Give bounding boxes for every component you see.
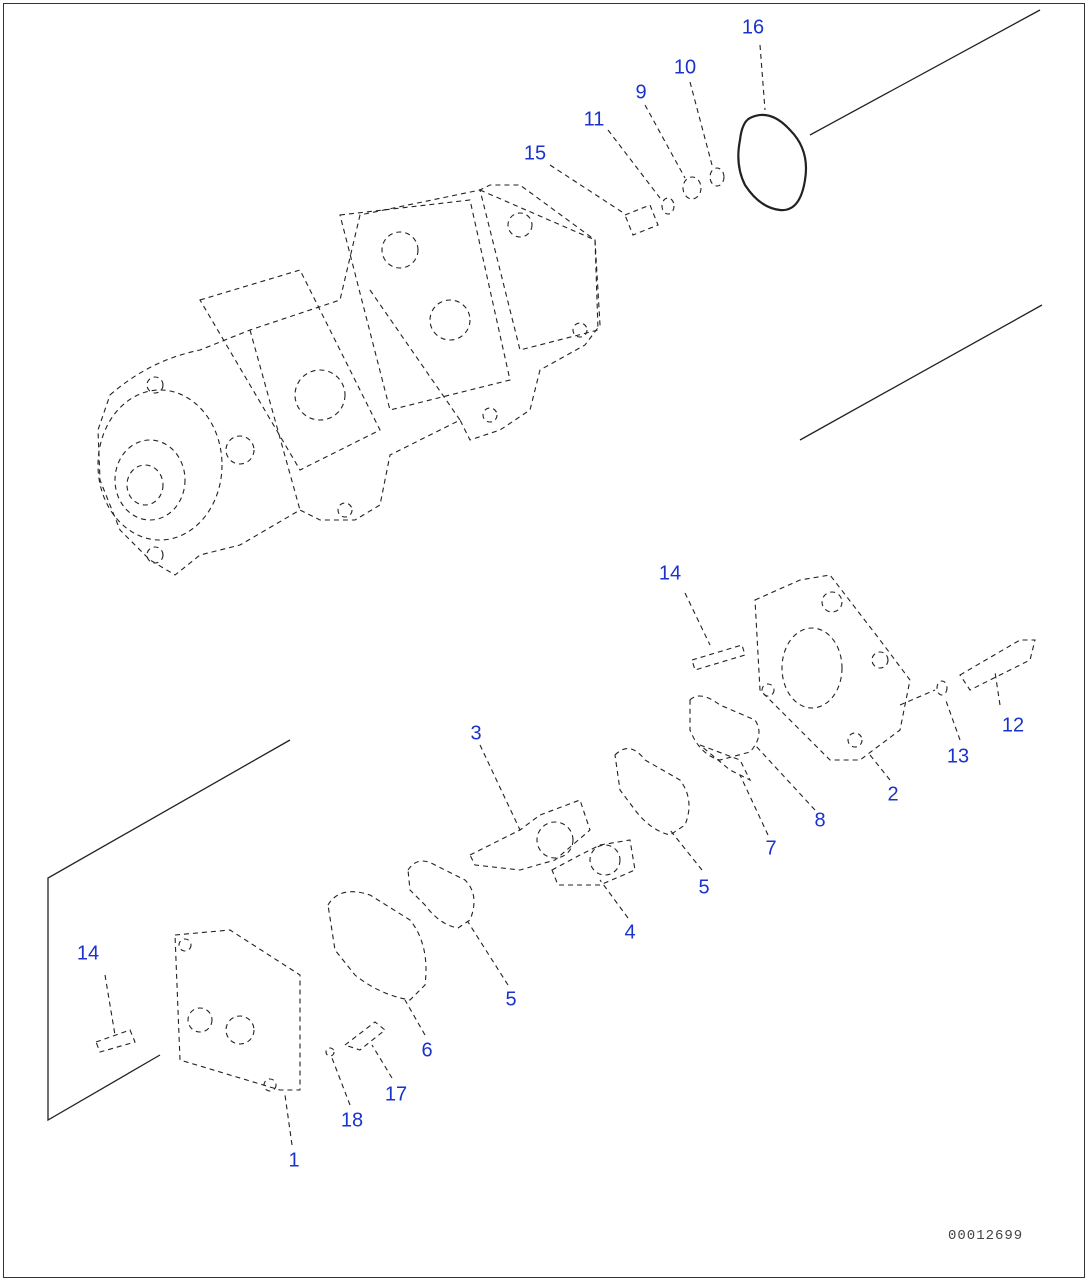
axis-line-top xyxy=(809,9,1041,136)
o-ring-part-16 xyxy=(737,113,808,212)
callout-3: 3 xyxy=(470,722,482,745)
callout-16: 16 xyxy=(741,16,765,39)
callout-2: 2 xyxy=(887,783,899,806)
bolt-12 xyxy=(959,639,1036,691)
callout-5a: 5 xyxy=(698,876,710,899)
gear-shaft-3 xyxy=(469,799,591,871)
drawing-code: 00012699 xyxy=(948,1228,1024,1244)
callout-4: 4 xyxy=(624,921,636,944)
callout-15: 15 xyxy=(523,142,547,165)
callout-10: 10 xyxy=(673,56,697,79)
callout-8: 8 xyxy=(814,809,826,832)
callout-11: 11 xyxy=(583,108,605,131)
axis-line-mid xyxy=(799,304,1043,441)
part-10 xyxy=(709,167,725,187)
part-11 xyxy=(661,197,675,215)
plate-5-lower xyxy=(407,860,475,929)
pin-14-upper xyxy=(691,644,746,671)
fitting-17 xyxy=(343,1021,386,1051)
part-8 xyxy=(689,695,760,761)
washer-18 xyxy=(325,1047,335,1057)
gear-shaft-4 xyxy=(551,839,636,886)
gasket-6 xyxy=(327,891,427,1001)
callout-12: 12 xyxy=(1001,714,1025,737)
callout-7: 7 xyxy=(765,837,777,860)
callout-9: 9 xyxy=(635,81,647,104)
pin-14-lower xyxy=(95,1029,136,1053)
axis-line-bottom xyxy=(47,739,291,1122)
plate-5-upper xyxy=(614,748,690,836)
diagram-frame xyxy=(3,3,1085,1278)
part-9 xyxy=(682,176,702,200)
washer-13 xyxy=(936,680,948,696)
part-7 xyxy=(699,744,752,782)
callout-17: 17 xyxy=(384,1083,408,1106)
callout-14b: 14 xyxy=(76,942,100,965)
callout-5b: 5 xyxy=(505,988,517,1011)
leader-lines xyxy=(104,44,1001,1146)
callout-14a: 14 xyxy=(658,562,682,585)
callout-6: 6 xyxy=(421,1039,433,1062)
callout-1: 1 xyxy=(288,1149,300,1172)
part-2-housing xyxy=(754,574,911,761)
callout-18: 18 xyxy=(340,1109,364,1132)
callout-13: 13 xyxy=(946,745,970,768)
pump-assembly xyxy=(97,184,601,576)
front-cover-1 xyxy=(174,929,301,1091)
part-15 xyxy=(624,204,659,236)
